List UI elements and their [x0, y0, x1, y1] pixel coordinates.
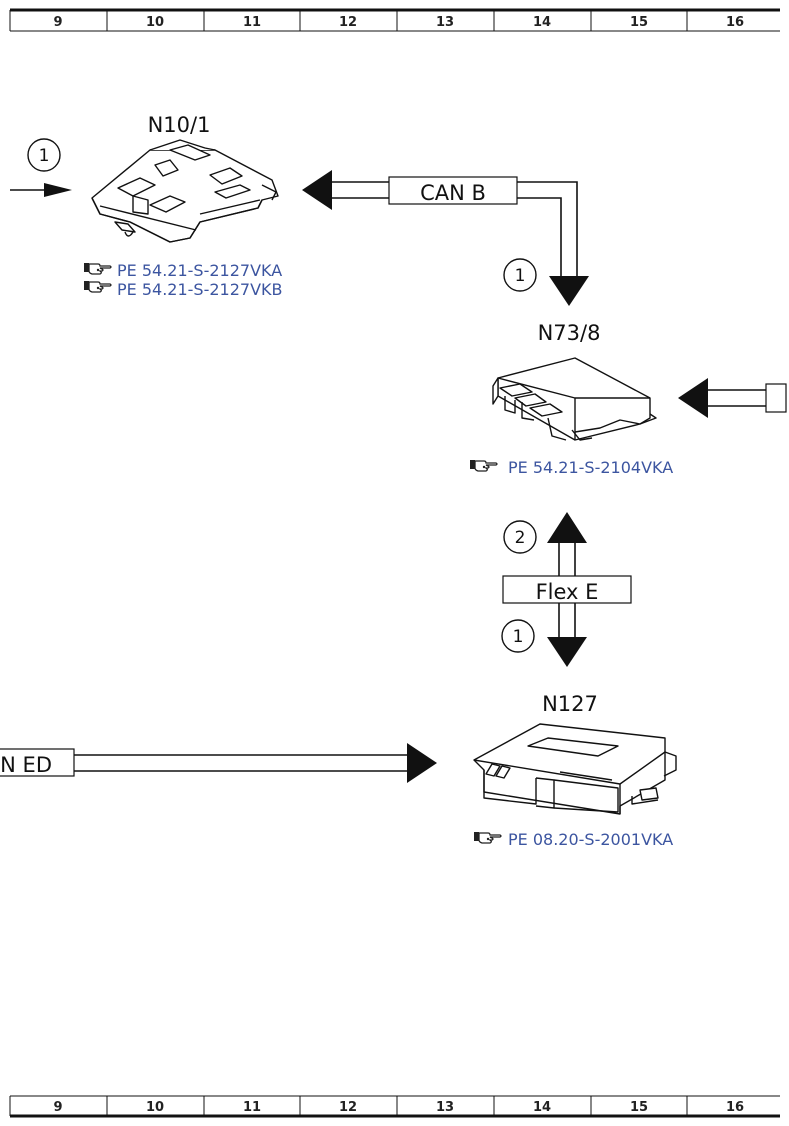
n127-module-drawing[interactable] [473, 723, 677, 815]
marker-2-circle: 1 [503, 258, 537, 292]
ruler-col-11: 11 [243, 15, 261, 30]
can-ed-bus-line [74, 754, 410, 772]
ruler-bottom-col-10: 10 [146, 1100, 164, 1115]
ruler-bottom-col-9: 9 [53, 1100, 62, 1115]
pointing-hand-icon [83, 262, 112, 275]
n127-ref-1-text[interactable]: PE 08.20-S-2001VKA [508, 830, 673, 849]
ruler-col-15: 15 [630, 15, 648, 30]
n73-8-label: N73/8 [538, 321, 601, 345]
can-b-arrowhead-down [549, 276, 589, 306]
n10-1-ref-1-text[interactable]: PE 54.21-S-2127VKA [117, 261, 282, 280]
can-b-label-box [388, 176, 518, 205]
can-ed-label-box [0, 748, 75, 777]
ruler-bottom-col-12: 12 [339, 1100, 357, 1115]
ruler-bottom-col-15: 15 [630, 1100, 648, 1115]
bottom-ruler: 9 10 11 12 13 14 15 16 [9, 1095, 780, 1118]
ruler-col-12: 12 [339, 15, 357, 30]
n73-8-ref-1[interactable]: PE 54.21-S-2104VKA [469, 458, 673, 477]
marker-1-text: 1 [39, 146, 50, 166]
n10-1-module-drawing[interactable] [91, 139, 279, 243]
marker-2-text: 1 [515, 266, 526, 286]
flex-e-arrowhead-down [547, 637, 587, 667]
n73-8-ref-1-text[interactable]: PE 54.21-S-2104VKA [508, 458, 673, 477]
pointing-hand-icon [473, 831, 502, 844]
n10-1-input-arrow [10, 183, 72, 197]
can-b-arrowhead-left [302, 170, 332, 210]
ruler-col-10: 10 [146, 15, 164, 30]
ruler-bottom-col-13: 13 [436, 1100, 454, 1115]
ruler-bottom-col-11: 11 [243, 1100, 261, 1115]
pointing-hand-icon [469, 459, 498, 472]
marker-3-text: 2 [515, 528, 526, 548]
ruler-col-16: 16 [726, 15, 744, 30]
n127-label: N127 [542, 692, 598, 716]
top-ruler: 9 10 11 12 13 14 15 16 [9, 8, 780, 32]
n10-1-ref-2-text[interactable]: PE 54.21-S-2127VKB [117, 280, 282, 299]
ruler-col-9: 9 [53, 15, 62, 30]
ruler-bottom-col-14: 14 [533, 1100, 551, 1115]
n10-1-ref-1[interactable]: PE 54.21-S-2127VKA [83, 261, 282, 280]
marker-4-text: 1 [513, 627, 524, 647]
flex-e-label-box [502, 575, 632, 604]
flex-e-label: Flex E [536, 580, 599, 604]
can-b-label: CAN B [420, 181, 486, 205]
pointing-hand-icon [83, 280, 112, 293]
ruler-bottom-col-16: 16 [726, 1100, 744, 1115]
can-b-bus-line [330, 181, 578, 278]
can-ed-label: N ED [0, 753, 52, 777]
marker-3-circle: 2 [503, 520, 537, 554]
flex-e-arrowhead-up [547, 512, 587, 543]
marker-4-circle: 1 [501, 619, 535, 653]
n127-ref-1[interactable]: PE 08.20-S-2001VKA [473, 830, 673, 849]
ruler-col-14: 14 [533, 15, 551, 30]
n10-1-ref-2[interactable]: PE 54.21-S-2127VKB [83, 280, 282, 299]
ruler-col-13: 13 [436, 15, 454, 30]
can-ed-arrowhead-right [407, 743, 437, 783]
marker-1-circle: 1 [27, 138, 61, 172]
n73-8-module-drawing[interactable] [492, 357, 657, 441]
n10-1-label: N10/1 [148, 113, 211, 137]
n73-8-input-arrow [678, 378, 787, 418]
